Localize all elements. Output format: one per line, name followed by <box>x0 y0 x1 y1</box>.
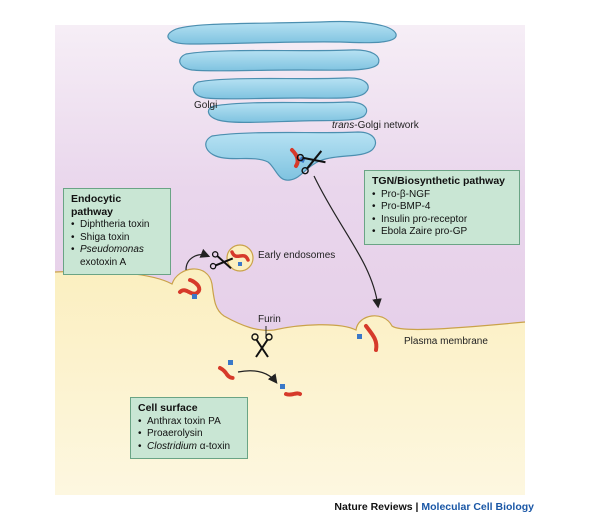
tgn-item-4: Ebola Zaire pro-GP <box>372 226 512 239</box>
surface-protein-chain <box>218 366 236 380</box>
cell-surface-item-3-rest: α-toxin <box>197 440 231 452</box>
publisher-name: Nature Reviews <box>334 501 413 513</box>
endocytic-item-3: Pseudomonas <box>71 244 163 257</box>
cell-surface-box: Cell surface Anthrax toxin PA Proaerolys… <box>130 397 248 459</box>
tgn-label: trans-Golgi network <box>332 120 420 131</box>
golgi-label: Golgi <box>194 100 217 111</box>
tgn-furin-scissors-icon <box>296 150 326 175</box>
cell-surface-item-1: Anthrax toxin PA <box>138 416 240 429</box>
endosome-furin-scissors-icon <box>209 251 234 270</box>
golgi-cisterna-2 <box>179 49 380 72</box>
secretory-protein <box>364 324 379 352</box>
golgi-stack <box>167 20 397 181</box>
endocytic-pit-cargo <box>178 278 202 299</box>
endocytic-pathway-title: Endocytic pathway <box>71 193 122 218</box>
tgn-item-1: Pro-β-NGF <box>372 189 512 202</box>
cleaved-chain <box>284 391 302 397</box>
cell-surface-list: Anthrax toxin PA Proaerolysin Clostridiu… <box>138 416 240 454</box>
tgn-pathway-title: TGN/Biosynthetic pathway <box>372 175 506 187</box>
endocytic-item-3-cont: exotoxin A <box>80 256 127 268</box>
endosome-protein <box>230 250 250 262</box>
cell-surface-title: Cell surface <box>138 402 198 414</box>
endocytosis-arrow <box>185 248 211 271</box>
golgi-cisterna-3 <box>192 77 369 100</box>
golgi-cisterna-4 <box>207 101 368 123</box>
endosome-fragment <box>238 262 242 266</box>
endocytic-item-3-italic: Pseudomonas <box>80 244 144 255</box>
early-endosome <box>226 244 254 272</box>
journal-credit: Nature Reviews | Molecular Cell Biology <box>334 501 534 513</box>
trans-golgi-network <box>205 131 377 181</box>
surface-protein <box>218 360 236 380</box>
tgn-item-3: Insulin pro-receptor <box>372 214 512 227</box>
plasma-membrane-label: Plasma membrane <box>404 336 488 347</box>
furin-label: Furin <box>258 314 281 325</box>
golgi-cisterna-1 <box>167 20 397 45</box>
endocytic-pathway-box: Endocytic pathway Diphtheria toxin Shiga… <box>63 188 171 275</box>
endocytic-list: Diphtheria toxin Shiga toxin Pseudomonas… <box>71 219 163 269</box>
plasma-membrane-line <box>54 268 526 331</box>
biosynthetic-arrow <box>313 175 382 309</box>
endocytic-item-2: Shiga toxin <box>71 232 163 245</box>
tgn-label-italic: trans <box>332 120 354 131</box>
tgn-label-rest: -Golgi network <box>354 120 419 131</box>
surface-fragment <box>228 360 233 365</box>
endocytic-item-1: Diphtheria toxin <box>71 219 163 232</box>
tgn-list: Pro-β-NGF Pro-BMP-4 Insulin pro-receptor… <box>372 189 512 239</box>
pit-protein-fragment <box>192 294 197 299</box>
secretory-fragment <box>357 334 362 339</box>
cell-surface-item-2: Proaerolysin <box>138 428 240 441</box>
cell-surface-item-3-italic: Clostridium <box>147 440 198 452</box>
tgn-pathway-box: TGN/Biosynthetic pathway Pro-β-NGF Pro-B… <box>364 170 520 245</box>
cell-surface-item-3: Clostridium α-toxin <box>138 441 240 454</box>
journal-name: Molecular Cell Biology <box>421 501 534 513</box>
tgn-item-2: Pro-BMP-4 <box>372 201 512 214</box>
cleaved-fragment <box>280 384 285 389</box>
secretory-vesicle <box>357 324 379 352</box>
surface-furin-scissors-icon <box>251 333 273 358</box>
cleaved-products <box>280 384 302 397</box>
pit-protein-chain <box>178 278 202 296</box>
early-endosomes-label: Early endosomes <box>258 250 335 261</box>
credit-separator: | <box>412 501 422 513</box>
cleavage-arrow <box>237 370 278 384</box>
